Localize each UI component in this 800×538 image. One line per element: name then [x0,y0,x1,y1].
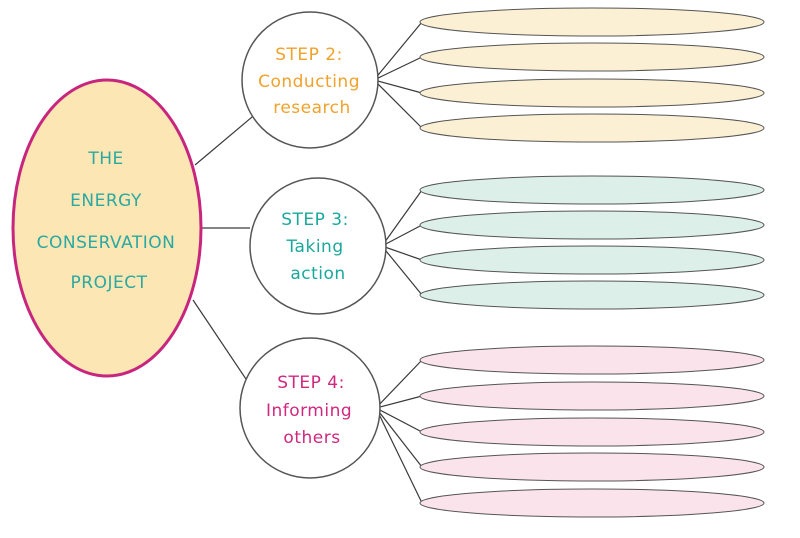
answer-bar[interactable] [419,42,765,72]
branch-line [381,245,423,296]
answer-bar[interactable] [419,488,765,518]
branch-line [381,245,423,261]
answer-bar[interactable] [419,245,765,275]
branch-line [375,395,423,409]
branch-line [375,407,423,433]
answer-bar[interactable] [419,7,765,37]
central-topic-line: ENERGY [70,191,142,211]
step-node-4: STEP 4: Informing others [239,337,381,479]
central-topic-line: PROJECT [71,273,148,293]
step-title: STEP 2: [275,45,343,65]
answer-bars [419,7,765,518]
step-label: STEP 4: Informing others [266,373,358,448]
branch-line [373,21,423,81]
step-circle [249,177,387,315]
step-node-3: STEP 3: Taking action [249,177,387,315]
step-subtitle: research [273,98,351,118]
answer-bar[interactable] [419,210,765,240]
step-label: STEP 2: Conducting research [258,45,366,118]
branch-line [373,79,423,129]
central-topic-line: CONSERVATION [37,233,176,253]
branch-line [375,359,423,409]
step-subtitle: Conducting [258,72,360,92]
central-topic-line: THE [87,149,123,169]
step-subtitle: action [290,264,345,284]
step-subtitle: Taking [285,237,343,257]
connector-lines [192,21,423,504]
answer-bar[interactable] [419,113,765,143]
step-circle [241,11,379,149]
step-node-2: STEP 2: Conducting research [241,11,379,149]
step-subtitle: others [283,428,340,448]
answer-bar[interactable] [419,417,765,447]
answer-bar[interactable] [419,381,765,411]
central-topic-text: THE ENERGY CONSERVATION PROJECT [37,149,182,293]
central-topic-oval [11,78,203,378]
answer-bar[interactable] [419,452,765,482]
answer-bar[interactable] [419,280,765,310]
step-circle [239,337,381,479]
answer-bar[interactable] [419,345,765,375]
branch-line [373,79,423,94]
step-title: STEP 4: [277,373,345,393]
branch-line [373,56,423,81]
branch-line [375,407,423,504]
connector-line [194,111,259,166]
step-title: STEP 3: [281,210,349,230]
step-label: STEP 3: Taking action [281,210,355,284]
central-topic: THE ENERGY CONSERVATION PROJECT [11,78,203,378]
answer-bar[interactable] [419,175,765,205]
answer-bar[interactable] [419,78,765,108]
step-subtitle: Informing [266,401,352,421]
branch-line [381,224,423,247]
branch-line [375,407,423,468]
branch-line [381,189,423,247]
